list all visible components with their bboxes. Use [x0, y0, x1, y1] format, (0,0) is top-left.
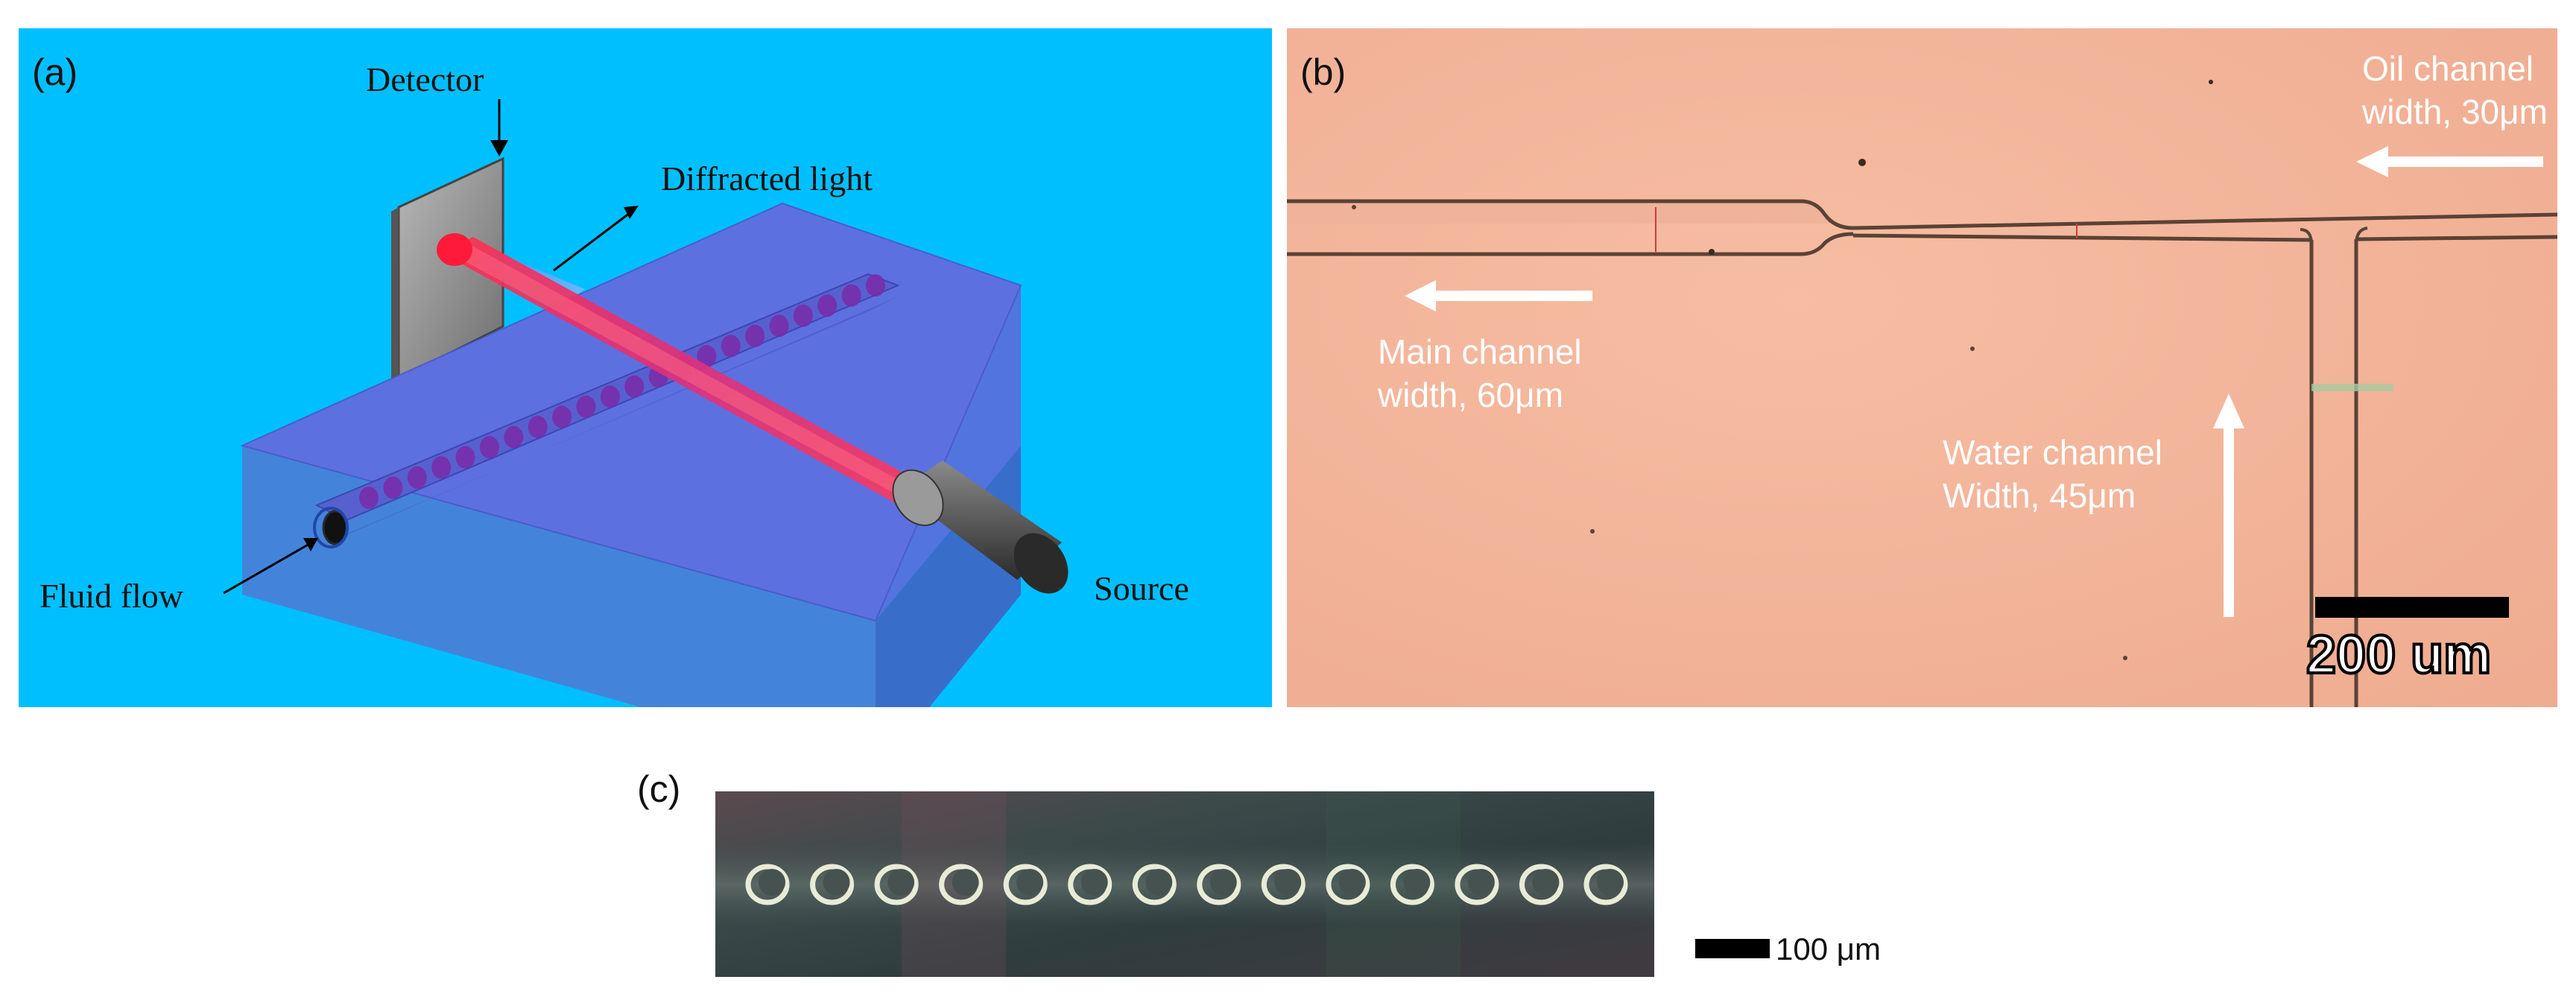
panel-c-label: (c) — [637, 768, 681, 810]
droplet — [1132, 864, 1177, 905]
channel-droplets — [359, 274, 885, 509]
droplet — [576, 395, 596, 418]
droplet-train — [745, 864, 1628, 905]
droplet — [697, 345, 717, 367]
diffracted-light-label: Diffracted light — [661, 159, 873, 197]
panel-b-micrograph: (b) Oil channel width, 30μm Main channel… — [1287, 28, 2557, 707]
panel-c-droplet-image — [715, 791, 1654, 977]
droplet — [359, 487, 379, 509]
fluid-flow-label: Fluid flow — [39, 577, 183, 615]
droplet — [721, 335, 741, 358]
droplet — [939, 864, 984, 905]
oil-flow-arrow — [2356, 146, 2543, 177]
detector-label: Detector — [366, 60, 484, 98]
droplet — [1455, 864, 1499, 905]
droplet — [1197, 864, 1241, 905]
main-channel — [1287, 201, 1838, 224]
light-source — [892, 461, 1069, 594]
droplet — [1068, 864, 1113, 905]
droplet — [874, 864, 919, 905]
scale-bar-200um — [2315, 597, 2509, 618]
droplet-train-micrograph — [715, 791, 1654, 977]
droplet — [504, 425, 524, 449]
droplet — [1261, 864, 1306, 905]
droplet — [407, 466, 427, 489]
droplet — [528, 416, 548, 438]
droplet — [624, 375, 645, 398]
droplet — [810, 864, 855, 905]
channel-micrograph — [1287, 28, 2557, 707]
droplet — [817, 294, 838, 317]
droplet — [745, 324, 765, 347]
panel-a-schematic: (a) Detector Diffracted light Fluid flow… — [19, 28, 1272, 707]
water-channel-label: Water channel Width, 45μm — [1943, 433, 2162, 515]
fluid-flow-arrow — [223, 542, 310, 595]
droplet — [455, 446, 475, 469]
source-label: Source — [1094, 569, 1189, 607]
droplet — [1390, 864, 1434, 905]
droplet — [1003, 864, 1048, 905]
panel-b-label: (b) — [1300, 51, 1346, 93]
oil-channel-label: Oil channel width, 30μm — [2362, 49, 2548, 131]
panel-a-label: (a) — [32, 51, 78, 93]
microfluidic-chip-illustration — [223, 99, 1069, 707]
droplet — [479, 436, 499, 459]
droplet — [745, 864, 790, 905]
droplet — [841, 284, 861, 307]
droplet — [769, 314, 789, 338]
main-channel-label: Main channel width, 60μm — [1378, 332, 1582, 414]
droplet — [1326, 864, 1370, 905]
diffracted-light-arrow — [553, 212, 630, 272]
droplet — [552, 405, 572, 428]
water-flow-arrow — [2213, 393, 2244, 617]
droplet — [600, 385, 620, 408]
droplet — [431, 456, 452, 479]
droplet — [866, 274, 885, 297]
droplet — [1519, 864, 1563, 905]
scale-bar-200um-label: 200 um — [2305, 624, 2493, 686]
scale-bar-100um — [1695, 939, 1770, 958]
droplet — [383, 476, 403, 499]
droplet — [793, 304, 813, 327]
main-flow-arrow — [1405, 280, 1592, 311]
droplet — [1583, 864, 1628, 905]
scale-bar-100um-label: 100 μm — [1776, 931, 1881, 966]
